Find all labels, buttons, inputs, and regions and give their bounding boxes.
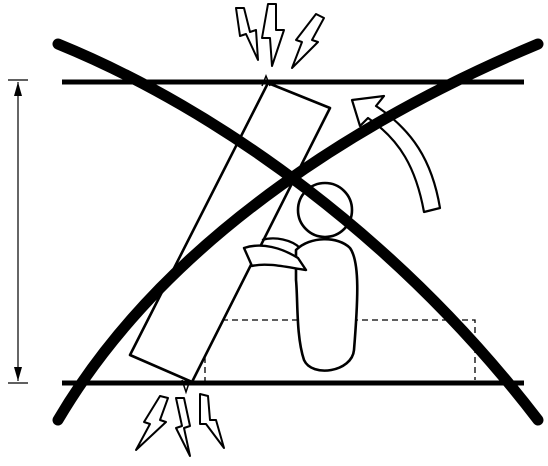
person-body <box>296 239 357 370</box>
lightning-bolt-icon <box>176 398 190 456</box>
lightning-bolt-icon-top-group <box>236 4 324 68</box>
lightning-bolt-icon-bottom-group <box>136 394 224 456</box>
height-dimension-indicator <box>8 80 28 383</box>
lightning-bolt-icon <box>136 396 168 450</box>
lightning-bolt-icon <box>200 394 224 448</box>
lightning-bolt-icon <box>292 14 324 68</box>
lightning-bolt-icon <box>236 8 258 60</box>
lightning-bolt-icon <box>262 4 284 66</box>
